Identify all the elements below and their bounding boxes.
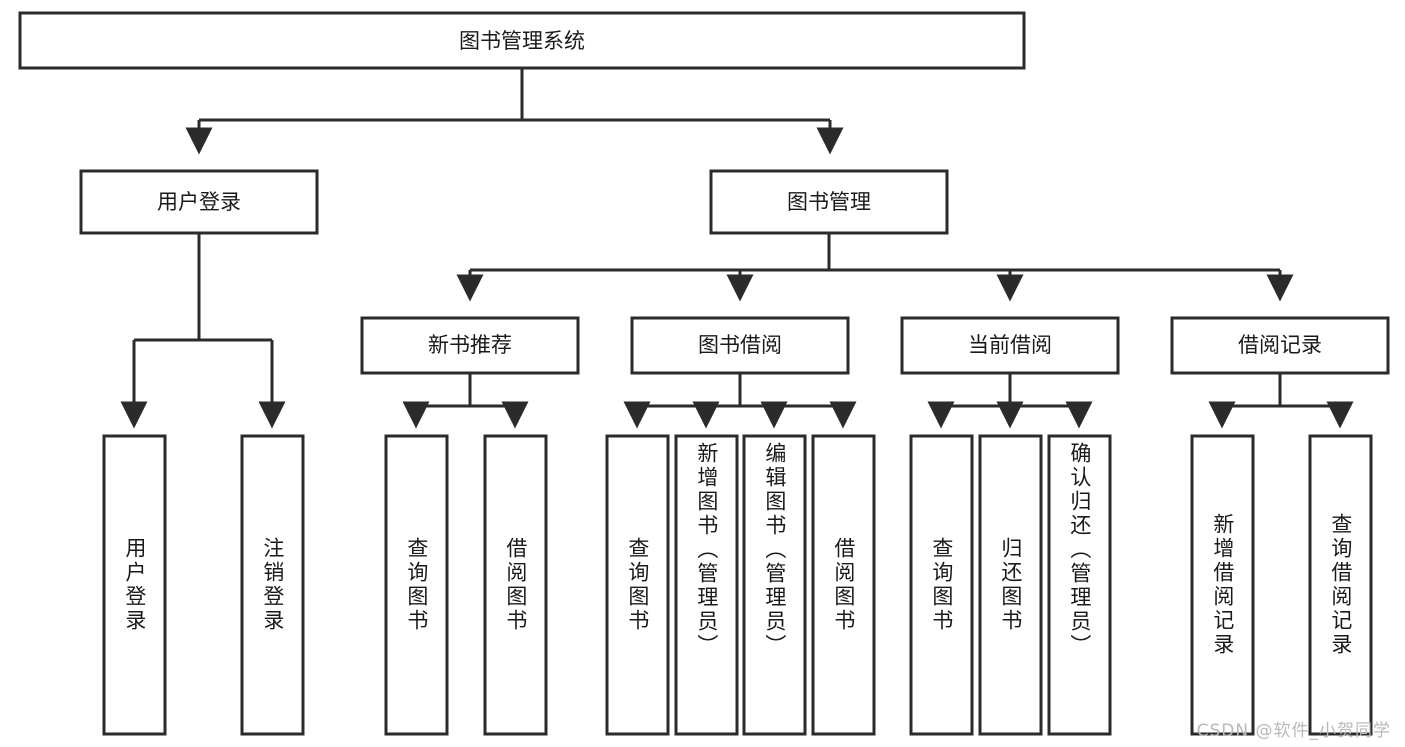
connector-new-book-recommend-to-leaves — [402, 373, 529, 429]
leaf-box-user-login[interactable] — [102, 434, 167, 736]
node-borrow-record-label: 借阅记录 — [1238, 333, 1322, 357]
node-user-login-label: 用户登录 — [157, 190, 241, 214]
node-book-borrow[interactable]: 图书借阅 — [630, 316, 850, 375]
leaf-box-borrow-book-1[interactable] — [483, 434, 548, 736]
leaf-box-query-book-1[interactable] — [384, 434, 449, 736]
node-root-label: 图书管理系统 — [459, 29, 585, 53]
node-borrow-record[interactable]: 借阅记录 — [1170, 316, 1390, 375]
node-new-book-recommend-box[interactable] — [360, 316, 580, 375]
node-new-book-recommend[interactable]: 新书推荐 — [360, 316, 580, 375]
leaf-box-logout[interactable] — [240, 434, 305, 736]
leaf-box-confirm-return-admin[interactable] — [1047, 434, 1112, 736]
node-root-box[interactable] — [18, 11, 1026, 70]
node-book-borrow-label: 图书借阅 — [698, 333, 782, 357]
connector-book-management-to-level3 — [456, 233, 1294, 302]
node-current-borrow-label: 当前借阅 — [968, 333, 1052, 357]
node-book-management-label: 图书管理 — [787, 190, 871, 214]
leaf-boxes — [102, 434, 1373, 736]
connector-borrow-record-to-leaves — [1208, 373, 1354, 429]
watermark-text: CSDN @软件_小贺同学 — [1196, 721, 1391, 741]
node-book-management[interactable]: 图书管理 — [709, 169, 949, 235]
leaf-box-query-book-2[interactable] — [605, 434, 670, 736]
connector-current-borrow-to-leaves — [927, 373, 1093, 429]
node-new-book-recommend-label: 新书推荐 — [428, 333, 512, 357]
node-root[interactable]: 图书管理系统 — [18, 11, 1026, 70]
connector-user-login-to-leaves — [120, 233, 286, 429]
node-current-borrow[interactable]: 当前借阅 — [900, 316, 1120, 375]
node-user-login-box[interactable] — [79, 169, 319, 235]
node-user-login[interactable]: 用户登录 — [79, 169, 319, 235]
leaf-box-edit-book-admin[interactable] — [742, 434, 807, 736]
leaf-box-return-book[interactable] — [978, 434, 1043, 736]
leaf-box-add-book-admin[interactable] — [674, 434, 739, 736]
leaf-box-query-borrow-record[interactable] — [1308, 434, 1373, 736]
leaf-box-borrow-book-2[interactable] — [811, 434, 876, 736]
connector-root-to-level2 — [185, 68, 844, 155]
node-current-borrow-box[interactable] — [900, 316, 1120, 375]
connector-book-borrow-to-leaves — [623, 373, 857, 429]
leaf-box-query-book-3[interactable] — [909, 434, 974, 736]
leaf-box-add-borrow-record[interactable] — [1190, 434, 1255, 736]
